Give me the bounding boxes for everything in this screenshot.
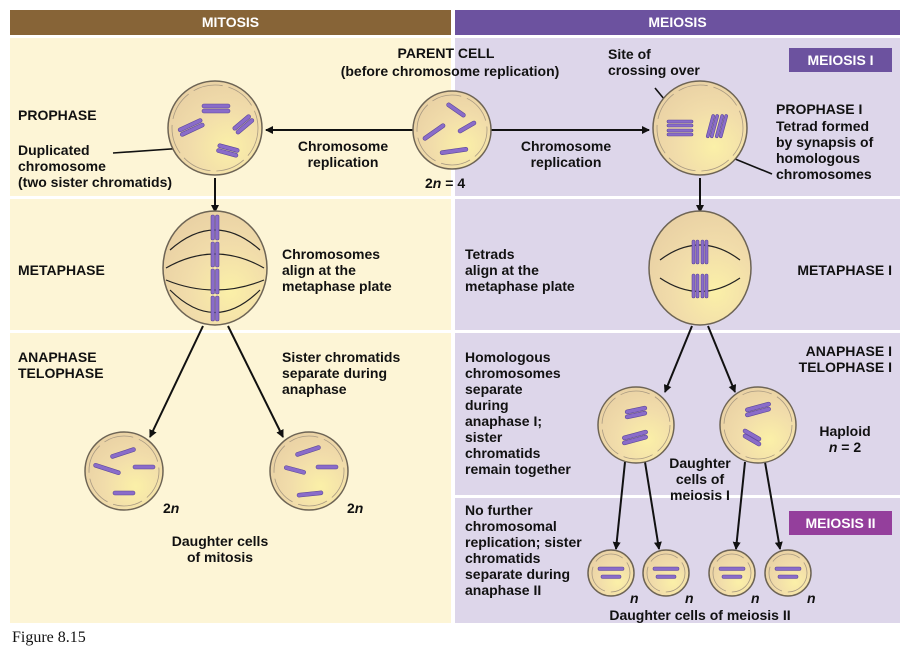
ploidy-variable: n — [432, 175, 442, 191]
arrow-m2-4 — [764, 461, 783, 550]
arrow-m2-1 — [612, 461, 626, 550]
parent-ploidy: 2n = 4 — [425, 175, 465, 191]
meiosis-i-badge: MEIOSIS I — [789, 48, 892, 72]
arrow-m2-3 — [732, 461, 746, 550]
meiosis-ii-ploidy-3: n — [751, 590, 760, 606]
figure-caption: Figure 8.15 — [12, 629, 86, 646]
meiosis-ii-ploidy-1: n — [630, 590, 639, 606]
prophase-i-label: PROPHASE I — [776, 101, 863, 117]
parent-cell — [412, 90, 492, 170]
parent-cell-subtitle: (before chromosome replication) — [340, 63, 560, 79]
meiosis-i-daughter-label: Daughter cells of meiosis I — [669, 455, 731, 503]
duplicated-chromosomes — [177, 103, 255, 158]
meiosis-prophase1-cell — [652, 80, 748, 176]
arrow-m2-2 — [644, 461, 662, 550]
mitosis-metaphase-cell — [162, 210, 268, 326]
meiosis-header: MEIOSIS — [455, 10, 900, 35]
parent-cell-title: PARENT CELL — [397, 45, 495, 61]
arrows — [112, 87, 783, 550]
meiosis-ii-ploidy-2: n — [685, 590, 694, 606]
chromosome — [422, 123, 446, 141]
chromosome — [439, 147, 469, 155]
meiosis-ii-badge: MEIOSIS II — [789, 511, 892, 535]
anaphase-description: Sister chromatids separate during anapha… — [282, 349, 401, 397]
mitosis-daughter-ploidy-2: 2n — [347, 500, 364, 516]
meiosis1-daughter-cell-2 — [719, 386, 797, 464]
tetrads-description: Tetrads align at the metaphase plate — [465, 246, 575, 294]
mitosis-replication-label: Chromosome replication — [297, 138, 389, 170]
crossing-over-label: Site of crossing over — [608, 46, 700, 78]
metaphase-i-label: METAPHASE I — [797, 262, 892, 278]
mitosis-daughter-label: Daughter cells of mitosis — [171, 533, 269, 565]
haploid-label: Haploid — [819, 423, 871, 439]
metaphase-plate-chromosomes — [210, 214, 220, 322]
meiosis2-daughter-cell-1 — [587, 549, 635, 597]
chromosome — [446, 102, 466, 118]
metaphase-label: METAPHASE — [18, 262, 105, 278]
arrow-meiosis1-left — [663, 325, 693, 393]
arrow-daughter-left — [149, 325, 204, 438]
anaphase-i-telophase-i-label: ANAPHASE I TELOPHASE I — [798, 343, 892, 375]
tetrads — [666, 114, 729, 139]
homologous-description: Homologous chromosomes separate during a… — [465, 349, 571, 477]
meiosis1-daughter-cell-1 — [597, 386, 675, 464]
arrow-daughter-right — [227, 325, 284, 438]
mitosis-anaphase-band — [10, 333, 451, 623]
meiosis-metaphase1-cell — [648, 210, 752, 326]
meiosis-replication-label: Chromosome replication — [520, 138, 612, 170]
haploid-ploidy: n = 2 — [828, 439, 862, 455]
meiosis2-daughter-cell-4 — [764, 549, 812, 597]
mitosis-daughter-cell-1 — [84, 431, 164, 511]
meiosis-ii-description: No further chromosomal replication; sist… — [465, 502, 582, 598]
arrow-meiosis1-right — [707, 325, 737, 393]
mitosis-header: MITOSIS — [10, 10, 451, 35]
meiosis2-daughter-cell-2 — [642, 549, 690, 597]
metaphase-description: Chromosomes align at the metaphase plate — [282, 246, 392, 294]
ploidy-value: = 4 — [441, 175, 466, 191]
anaphase-telophase-label: ANAPHASE TELOPHASE — [18, 349, 104, 381]
prophase-label: PROPHASE — [18, 107, 97, 123]
mitosis-daughter-cell-2 — [269, 431, 349, 511]
meiosis-ii-daughter-label: Daughter cells of meiosis II — [609, 607, 791, 623]
chromosome — [457, 120, 477, 134]
spindle-fibers — [165, 229, 741, 313]
prophase-i-description: Tetrad formed by synapsis of homologous … — [776, 118, 874, 182]
metaphase1-tetrads — [691, 239, 709, 299]
ploidy-number: 2 — [425, 175, 433, 191]
meiosis-ii-ploidy-4: n — [807, 590, 816, 606]
meiosis2-daughter-cell-3 — [708, 549, 756, 597]
duplicated-chromosome-label: Duplicated chromosome (two sister chroma… — [18, 142, 173, 190]
mitosis-daughter-ploidy-1: 2n — [163, 500, 180, 516]
